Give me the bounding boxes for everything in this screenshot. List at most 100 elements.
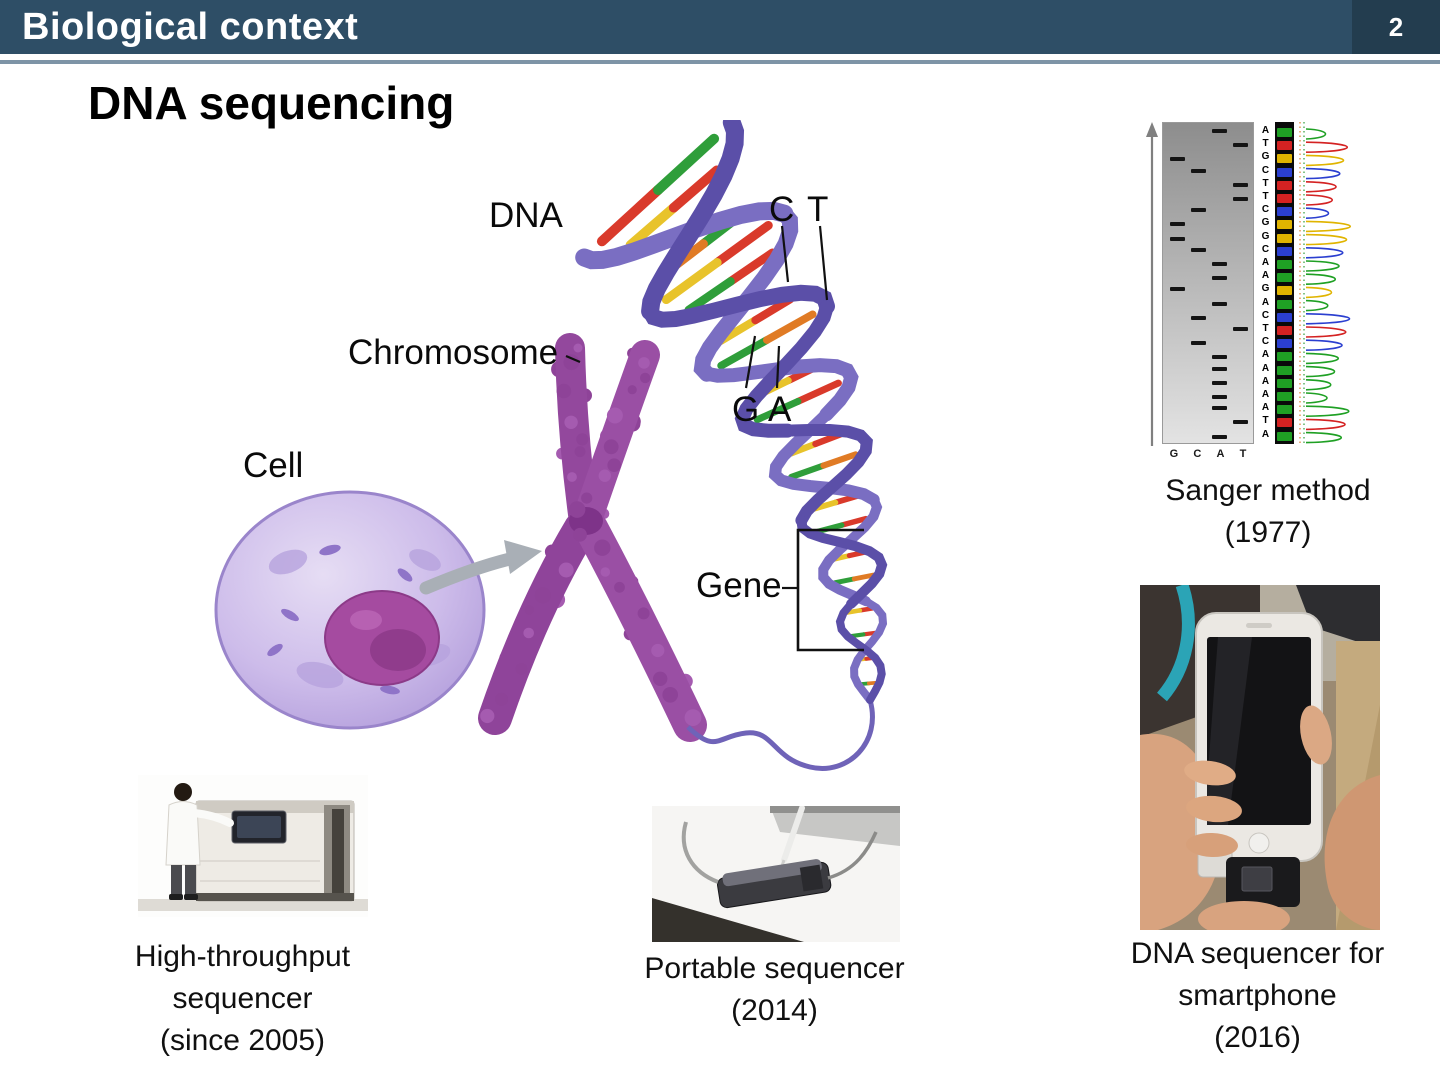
gene-label: Gene: [696, 566, 782, 605]
chromosome-fuzz: [573, 343, 583, 353]
gel-band: [1212, 380, 1227, 385]
chromosome-fuzz: [568, 501, 586, 518]
pointer-line-g: [744, 335, 757, 389]
dna-strand: [575, 201, 794, 270]
pointer-line-a: [775, 345, 781, 389]
pointer-line-t: [818, 225, 829, 301]
lab-coat: [165, 801, 201, 866]
laptop-body: [770, 806, 900, 846]
gel-band: [1212, 355, 1227, 360]
gel-band: [1170, 236, 1185, 241]
chromosome-fuzz: [600, 567, 611, 577]
chromosome-label: Chromosome: [348, 333, 559, 372]
chromosome-fuzz: [567, 472, 577, 482]
gel-band: [1212, 129, 1227, 133]
page-number: 2: [1388, 11, 1404, 42]
shoe: [184, 894, 198, 900]
dna-base-rung: [653, 133, 720, 195]
dna-base-rungs: [596, 133, 879, 686]
sequence-letter: G: [1261, 230, 1270, 242]
base-color-band: [1277, 299, 1292, 309]
laptop-corner: [1296, 585, 1380, 649]
chromosome-arm: [555, 333, 598, 529]
pipette: [781, 806, 805, 863]
dna-base-rung: [751, 295, 795, 325]
dna-base-rung: [625, 202, 679, 250]
chromatogram-peak: [1305, 286, 1332, 299]
gel-band: [1233, 197, 1248, 201]
base-color-band: [1277, 180, 1292, 190]
sequence-letter: A: [1261, 125, 1270, 136]
chromosome-fuzz: [556, 383, 572, 399]
chromatogram-peak: [1305, 405, 1350, 417]
base-color-band: [1277, 260, 1292, 269]
dna-label: DNA: [489, 196, 563, 235]
dna-base-rung: [845, 608, 863, 615]
base-color-band: [1277, 167, 1292, 177]
chromosome-fuzz: [614, 581, 625, 593]
usb-cable: [827, 831, 878, 880]
chromosome-fuzz: [662, 687, 678, 703]
chromosome-fuzz: [594, 539, 611, 556]
chromatogram-peak: [1305, 233, 1347, 246]
dna-base-rung: [661, 258, 722, 305]
dna-base-rung: [820, 451, 859, 469]
pointer-line-chromosome: [565, 354, 581, 364]
dna-base-rung: [794, 379, 842, 405]
floor: [138, 899, 368, 911]
chromatogram-peak: [1305, 207, 1330, 219]
base-color-band: [1277, 273, 1292, 283]
dna-strand: [768, 408, 880, 506]
sequence-letter: G: [1261, 283, 1270, 295]
chromatogram-peak: [1305, 260, 1340, 272]
base-color-band: [1277, 352, 1292, 362]
dna-strand: [796, 515, 888, 609]
base-c-label: C: [769, 190, 795, 229]
sanger-gel: [1162, 122, 1254, 444]
machine-top-band: [196, 801, 354, 813]
dna-strand: [734, 299, 834, 438]
thumb: [1300, 705, 1332, 765]
gel-band: [1191, 315, 1206, 320]
gel-band: [1191, 247, 1206, 252]
base-color-band: [1277, 286, 1292, 296]
lane-label: C: [1193, 448, 1202, 460]
gel-band: [1212, 366, 1227, 371]
technician-leg: [171, 865, 182, 895]
machine-slot: [332, 809, 344, 893]
nucleus-highlight: [350, 610, 382, 630]
finger-front: [1198, 901, 1290, 930]
dna-base-rung: [832, 576, 857, 586]
desk-edge: [652, 898, 804, 942]
chromatogram-peak: [1305, 220, 1352, 233]
chromosome-fuzz: [603, 439, 619, 455]
cytoplasm-mottle: [409, 549, 441, 571]
base-color-band: [1277, 392, 1292, 401]
chromosome-fuzz: [564, 415, 578, 429]
sanger-caption: Sanger method (1977): [1138, 470, 1398, 554]
slide-title: DNA sequencing: [88, 77, 455, 129]
chromosome-arm: [574, 340, 660, 529]
chromosome-fuzz: [563, 354, 580, 371]
smartphone-caption-line: DNA sequencer for: [1130, 937, 1385, 970]
chromosome-fuzz: [638, 357, 650, 369]
chromosome-fuzz: [598, 469, 611, 482]
gel-direction-arrow: [1146, 122, 1158, 446]
chromosome-fuzz: [480, 708, 495, 724]
dna-base-rung: [763, 310, 817, 344]
dna-base-rung: [596, 185, 663, 247]
chromosome-fuzz: [637, 607, 650, 620]
base-color-band: [1277, 431, 1292, 441]
base-color-band: [1277, 246, 1292, 256]
chromosome-illustration: [478, 333, 707, 742]
sequence-letter: G: [1261, 151, 1270, 163]
sequence-letter: A: [1261, 257, 1270, 268]
chromosome-arm: [478, 511, 598, 735]
dna-base-rung: [838, 515, 869, 528]
gel-band: [1170, 157, 1185, 162]
portable-caption: Portable sequencer (2014): [622, 948, 927, 1032]
smartphone-caption: DNA sequencer for smartphone (2016): [1105, 933, 1410, 1059]
gel-band: [1170, 222, 1185, 227]
chromatin-fiber: [686, 699, 875, 771]
